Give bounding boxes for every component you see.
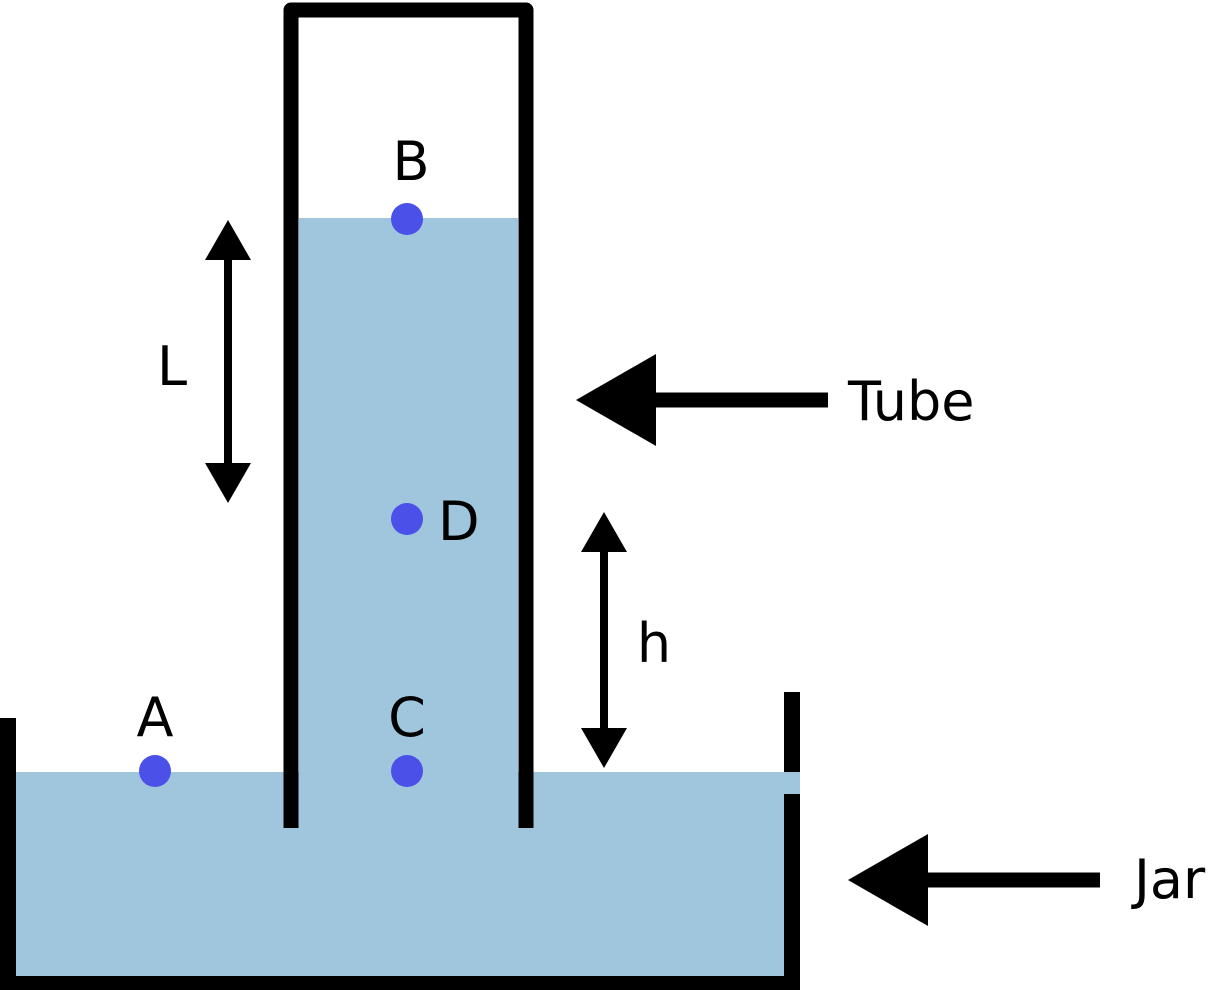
- label-a: A: [137, 686, 174, 749]
- point-b: [391, 203, 423, 235]
- label-d: D: [438, 490, 480, 553]
- label-b: B: [392, 130, 429, 193]
- tube-outline: [283, 2, 534, 828]
- jar-water: [16, 772, 800, 976]
- label-c: C: [388, 686, 426, 749]
- point-a: [139, 755, 171, 787]
- h-double-arrow-icon: [581, 512, 627, 768]
- label-tube: Tube: [847, 370, 975, 433]
- tube-arrow-icon: [576, 354, 828, 446]
- point-d: [391, 503, 423, 535]
- label-l: L: [157, 335, 187, 398]
- label-h: h: [637, 612, 671, 675]
- label-jar: Jar: [1131, 848, 1206, 911]
- jar-arrow-icon: [848, 834, 1100, 926]
- point-c: [391, 755, 423, 787]
- l-double-arrow-icon: [205, 220, 251, 503]
- tube-water: [299, 218, 518, 778]
- jar-outline: [0, 718, 800, 990]
